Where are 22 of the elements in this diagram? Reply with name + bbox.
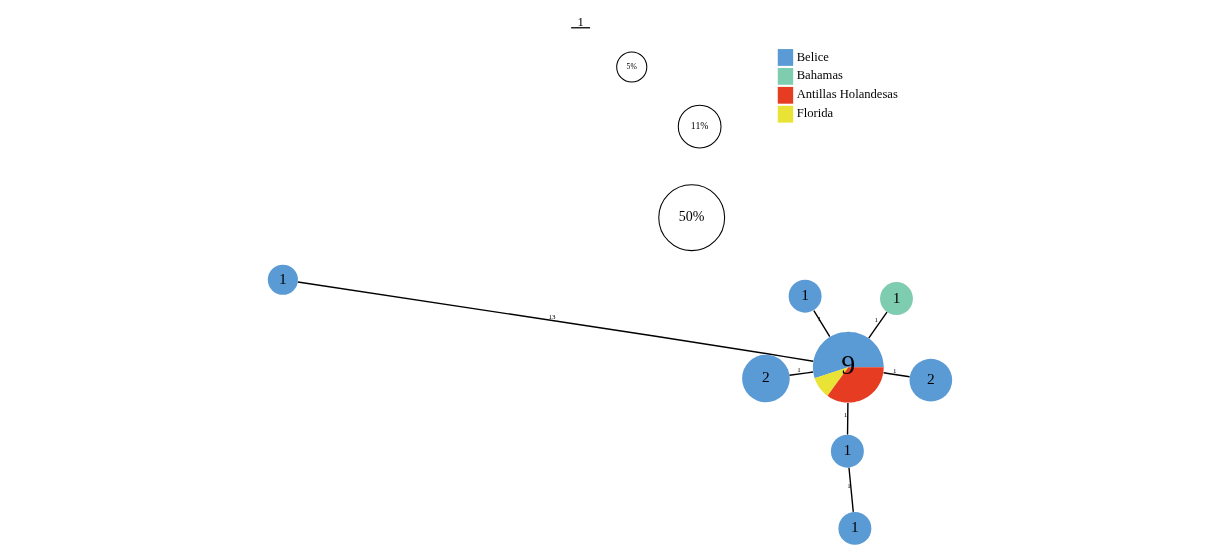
node-circle: 2 [742,354,790,403]
connector [882,372,911,378]
legend-label: Belice [796,49,829,64]
node-circle: 1 [788,279,822,313]
node-circle: 1 [880,282,913,316]
legend-label: Antillas Holandesas [796,87,898,102]
connector [297,281,814,362]
connector [813,309,831,338]
node-circle: 5% [616,51,648,83]
node-circle: 2 [909,358,953,402]
connector [846,402,849,436]
node-circle: 50% [658,184,726,252]
connector [848,467,854,513]
legend-label: Florida [796,106,834,121]
legend-label: Bahamas [796,68,843,83]
connector [788,371,814,376]
node-circle: 1 [830,434,864,468]
node-circle: 1 [267,264,298,295]
connector [868,311,888,339]
label: 1 [577,15,584,30]
node-circle: 1 [838,511,872,545]
node-circle: 11% [677,104,722,149]
